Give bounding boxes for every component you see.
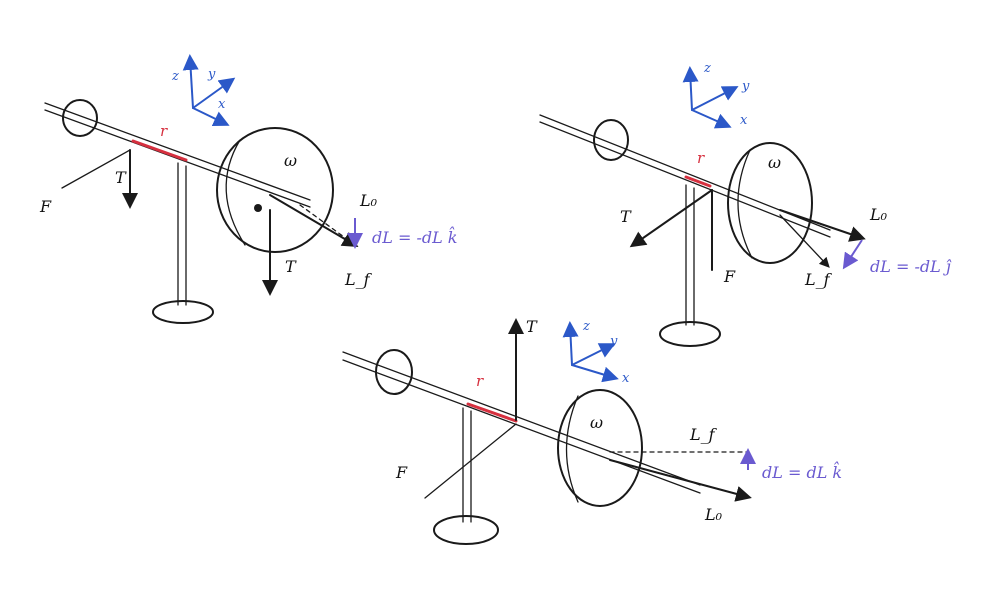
label-dL-eq: dL = dL k̂ [762,462,842,482]
label-T-up: T [526,317,538,336]
label-L0: L₀ [359,191,378,210]
label-omega: ω [590,413,603,432]
label-omega: ω [284,151,297,170]
counterweight [62,99,98,137]
L0-vector [609,459,752,502]
stand-base [659,321,721,347]
label-T-near: T [115,168,127,187]
axis-z-label: z [171,69,179,84]
panel-top-left: z y x r ω T F T L₀ L_f dL = -dL k̂ [39,54,458,324]
axis-x-label: x [740,113,748,128]
pivot-dot [254,204,262,212]
axes-triad: z y x [562,319,630,386]
label-dL-eq: dL = -dL ĵ [870,257,952,276]
label-Lf: L_f [344,270,373,289]
label-r: r [476,372,484,390]
L0-vector [779,209,866,242]
label-L0: L₀ [704,505,723,524]
stand-base [433,515,499,545]
torque-arrow [629,189,713,248]
dL-arrow [842,239,863,270]
axis-y-label: y [207,67,216,82]
radius-vector [466,402,518,423]
stand-base [152,300,214,324]
label-Lf: L_f [689,425,718,444]
Lf-vector [779,214,830,268]
L0-vector [269,194,359,248]
axes-triad: z y x [171,54,236,126]
label-r: r [160,122,168,140]
panel-bottom: z y x r ω T F L₀ L_f dL = dL k̂ [342,317,842,545]
radius-vector [131,139,188,162]
counterweight [375,349,413,395]
label-L0: L₀ [869,205,888,224]
flywheel [216,127,334,253]
label-omega: ω [768,153,781,172]
axes-triad: z y x [682,61,750,129]
counterweight [593,119,629,161]
axis-x-label: x [622,371,630,386]
force-line [424,423,517,499]
label-T-far: T [285,257,297,276]
panel-top-right: z y x r ω T F L₀ L_f dL = -dL ĵ [539,61,952,347]
stand-post [177,162,187,306]
flywheel [557,389,643,507]
axis-z-label: z [703,61,711,76]
flywheel [727,142,813,264]
label-Lf: L_f [804,270,833,289]
Lf-dashed [299,204,356,246]
axis-y-label: y [609,334,618,349]
label-T-near: T [620,207,632,226]
label-F: F [723,267,736,286]
axis-z-label: z [582,319,590,334]
stand-post [462,407,472,523]
axis-y-label: y [741,79,750,94]
label-F: F [395,463,408,482]
flywheel-rim [565,395,579,503]
force-line [61,149,131,189]
label-F: F [39,197,52,216]
flywheel-rim [225,139,246,246]
axis-x-label: x [218,97,226,112]
flywheel-rim [737,149,753,259]
radius-vector [684,175,712,188]
label-dL-eq: dL = -dL k̂ [372,227,458,247]
label-r: r [697,149,705,167]
